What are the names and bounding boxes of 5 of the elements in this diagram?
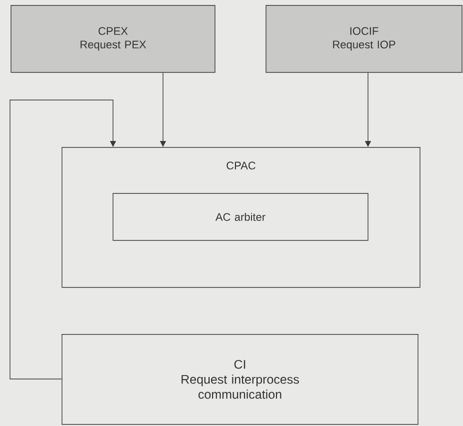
arbiter-box: AC arbiter: [112, 193, 368, 241]
request-box: CI Request interprocess communication: [62, 334, 418, 425]
request-box: IOCIF Request IOP: [266, 5, 462, 73]
request-box: CPEX Request PEX: [10, 5, 216, 73]
arrow: [10, 100, 116, 380]
